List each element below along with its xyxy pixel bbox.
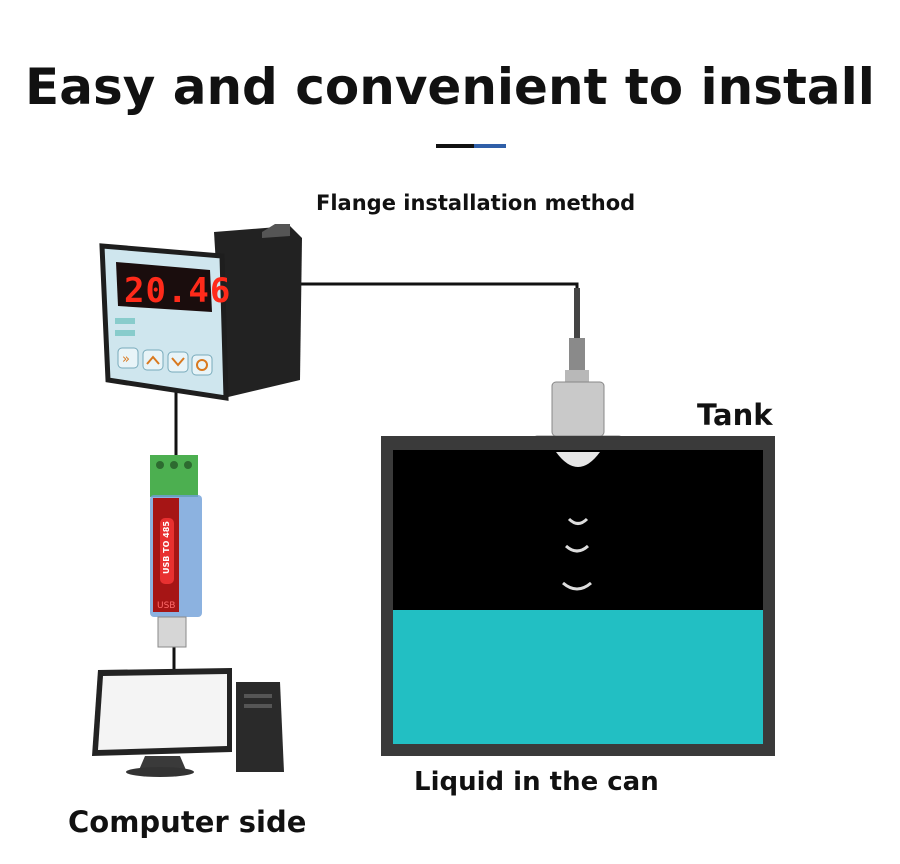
sound-wave-1 [567, 517, 589, 525]
tank-liquid [393, 610, 763, 744]
sound-wave-3 [562, 581, 592, 591]
indicator-label-1 [115, 318, 135, 324]
controller-terminal [262, 224, 290, 238]
sensor-cable-sleeve [574, 288, 580, 338]
ultrasonic-sensor [533, 288, 623, 447]
usb-485-converter: USB TO 485 USB [150, 455, 202, 648]
reset-icon [196, 359, 208, 371]
monitor-neck [139, 756, 186, 770]
monitor-screen[interactable] [98, 674, 227, 750]
usb-plug[interactable] [157, 616, 187, 648]
controller-button-up[interactable] [142, 349, 164, 371]
controller-display [116, 262, 212, 312]
display-value: 20.46 [124, 271, 231, 311]
title-underline-blue [474, 144, 506, 148]
chevron-up-icon [146, 355, 160, 365]
digital-controller: 20.46 » [99, 224, 302, 401]
tank-caption: Tank [697, 398, 773, 432]
title-underline-dark [436, 144, 474, 148]
sensor-cable [298, 282, 579, 290]
flange-caption: Flange installation method [316, 191, 636, 215]
double-chevron-right-icon: » [122, 352, 130, 367]
controller-body [214, 226, 302, 398]
computer-caption: Computer side [68, 805, 307, 839]
tank-air-space [393, 450, 763, 610]
controller-button-mode[interactable]: » [117, 347, 139, 369]
monitor-stand [126, 767, 194, 777]
sensor-housing [551, 381, 605, 437]
sound-wave-2 [564, 544, 590, 553]
tower-drive-bay-1 [244, 694, 272, 698]
converter-label: USB TO 485 [162, 521, 171, 574]
page-title: Easy and convenient to install [25, 58, 875, 116]
controller-button-reset[interactable] [191, 354, 213, 376]
converter-label-panel [160, 518, 174, 584]
controller-button-down[interactable] [167, 351, 189, 373]
indicator-label-2 [115, 330, 135, 336]
chevron-down-icon [171, 357, 185, 367]
computer [92, 668, 284, 777]
liquid-caption: Liquid in the can [414, 767, 659, 797]
sensor-connector [569, 338, 585, 370]
sensor-nut [565, 370, 589, 382]
tower-drive-bay-2 [244, 704, 272, 708]
converter-usb-text: USB [157, 601, 175, 611]
sensor-probe [556, 452, 600, 467]
